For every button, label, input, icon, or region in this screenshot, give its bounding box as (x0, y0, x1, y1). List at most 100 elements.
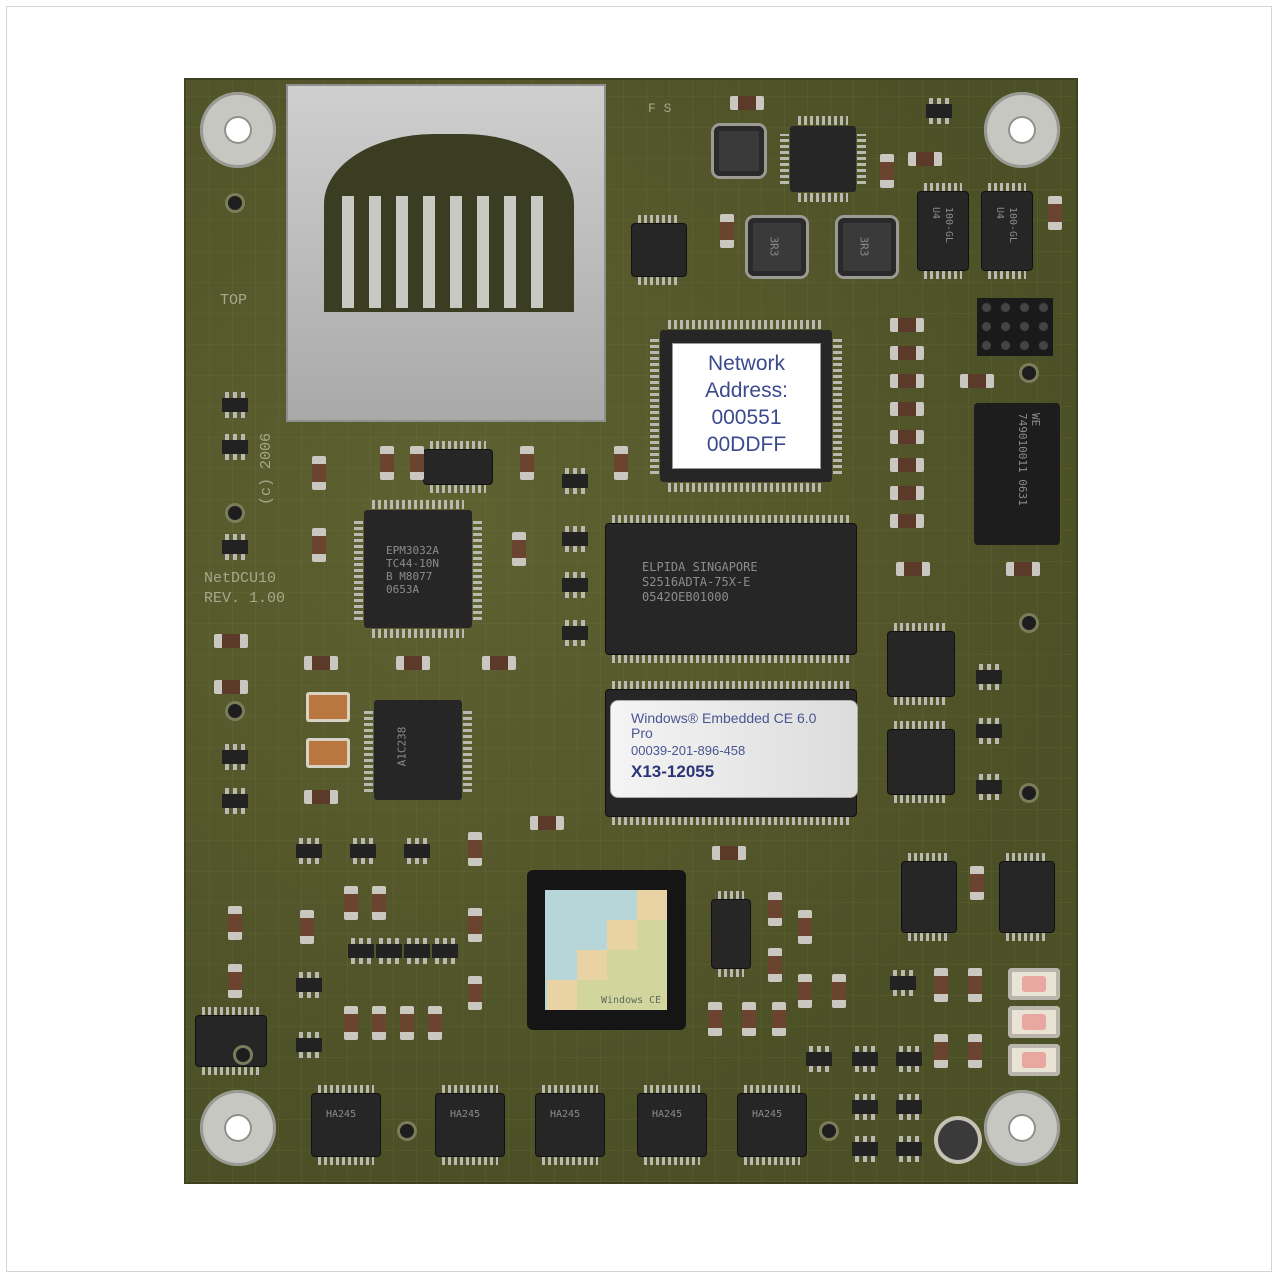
transistor (890, 970, 916, 996)
transistor (222, 434, 248, 460)
windows-label-line-1: Windows® Embedded CE 6.0 (631, 710, 817, 726)
crystal (424, 441, 492, 493)
resistor (228, 906, 242, 940)
transistor (562, 468, 588, 494)
resistor (614, 446, 628, 480)
resistor (312, 456, 326, 490)
mounting-hole-bottom-left (200, 1090, 276, 1166)
inductor-3 (714, 126, 764, 176)
silkscreen-revision: REV. 1.00 (204, 590, 286, 607)
network-label-line-1: Network (707, 352, 786, 375)
resistor (890, 430, 924, 444)
image-frame (6, 6, 1272, 1272)
transistor (926, 98, 952, 124)
transistor (348, 938, 374, 964)
silkscreen-top: TOP (220, 292, 248, 309)
transistor (296, 838, 322, 864)
resistor (890, 318, 924, 332)
network-label-line-2: Address: (705, 379, 788, 402)
magnetics-marking: WE 749010011 0631 (1016, 413, 1042, 506)
small-ic-left (196, 1007, 266, 1075)
network-label-line-4: 00DDFF (706, 433, 787, 456)
resistor (908, 152, 942, 166)
transistor (562, 620, 588, 646)
resistor (890, 374, 924, 388)
transistor (896, 1046, 922, 1072)
resistor (890, 486, 924, 500)
windows-license-label: Windows® Embedded CE 6.0 Pro 00039-201-8… (610, 700, 858, 798)
resistor (890, 514, 924, 528)
via (228, 196, 242, 210)
mounting-hole-top-right (984, 92, 1060, 168)
led-2 (1008, 1006, 1060, 1038)
silkscreen-fs-logo: F S (648, 101, 672, 116)
via (400, 1124, 414, 1138)
transistor (404, 938, 430, 964)
driver-chip-5: HA245 (738, 1085, 806, 1165)
resistor (890, 402, 924, 416)
transistor (296, 1032, 322, 1058)
resistor (1048, 196, 1062, 230)
resistor (468, 908, 482, 942)
driver-chip-1: HA245 (312, 1085, 380, 1165)
inductor-2: 3R3 (838, 218, 896, 276)
resistor (712, 846, 746, 860)
resistor (372, 886, 386, 920)
choke-2: 100-GL U4 (982, 183, 1032, 279)
resistor (372, 1006, 386, 1040)
resistor (720, 214, 734, 248)
transistor (350, 838, 376, 864)
sd-slot-pins (342, 196, 556, 308)
transistor (404, 838, 430, 864)
buffer-chip: A1C238 (364, 700, 472, 800)
resistor (214, 634, 248, 648)
mounting-hole-bottom-right (984, 1090, 1060, 1166)
resistor (968, 1034, 982, 1068)
transistor (976, 774, 1002, 800)
via (228, 506, 242, 520)
silkscreen-board-name: NetDCU10 (204, 570, 277, 587)
via (236, 1048, 250, 1062)
resistor (304, 790, 338, 804)
resistor (768, 948, 782, 982)
network-label-line-3: 000551 (711, 406, 782, 429)
transistor (852, 1136, 878, 1162)
resistor (300, 910, 314, 944)
network-address-label: Network Address: 000551 00DDFF (672, 343, 821, 469)
resistor (1006, 562, 1040, 576)
resistor (708, 1002, 722, 1036)
sd-card-slot (286, 84, 606, 422)
resistor (890, 346, 924, 360)
silkscreen-copyright: (c) 2006 (258, 432, 275, 505)
transistor (296, 972, 322, 998)
resistor (772, 1002, 786, 1036)
resistor (482, 656, 516, 670)
resistor (468, 976, 482, 1010)
resistor (312, 528, 326, 562)
resistor (798, 910, 812, 944)
resistor (520, 446, 534, 480)
led-1 (1008, 968, 1060, 1000)
buzzer (938, 1120, 978, 1160)
resistor (304, 656, 338, 670)
resistor (832, 974, 846, 1008)
transistor (432, 938, 458, 964)
resistor (896, 562, 930, 576)
resistor (890, 458, 924, 472)
pin-header (977, 298, 1053, 356)
transistor (222, 788, 248, 814)
sdram-chip: ELPIDA SINGAPORE S2516ADTA-75X-E 0542OEB… (606, 515, 856, 663)
windows-label-key: X13-12055 (631, 762, 715, 781)
transistor (976, 718, 1002, 744)
resistor (428, 1006, 442, 1040)
power-management-chip (780, 116, 866, 202)
resistor (344, 1006, 358, 1040)
resistor (380, 446, 394, 480)
transceiver-chip-1 (888, 623, 954, 705)
windows-label-serial: 00039-201-896-458 (631, 743, 746, 758)
resistor (410, 446, 424, 480)
sdram-marking: ELPIDA SINGAPORE S2516ADTA-75X-E 0542OEB… (642, 560, 758, 604)
led-3 (1008, 1044, 1060, 1076)
transistor (376, 938, 402, 964)
transistor (222, 392, 248, 418)
